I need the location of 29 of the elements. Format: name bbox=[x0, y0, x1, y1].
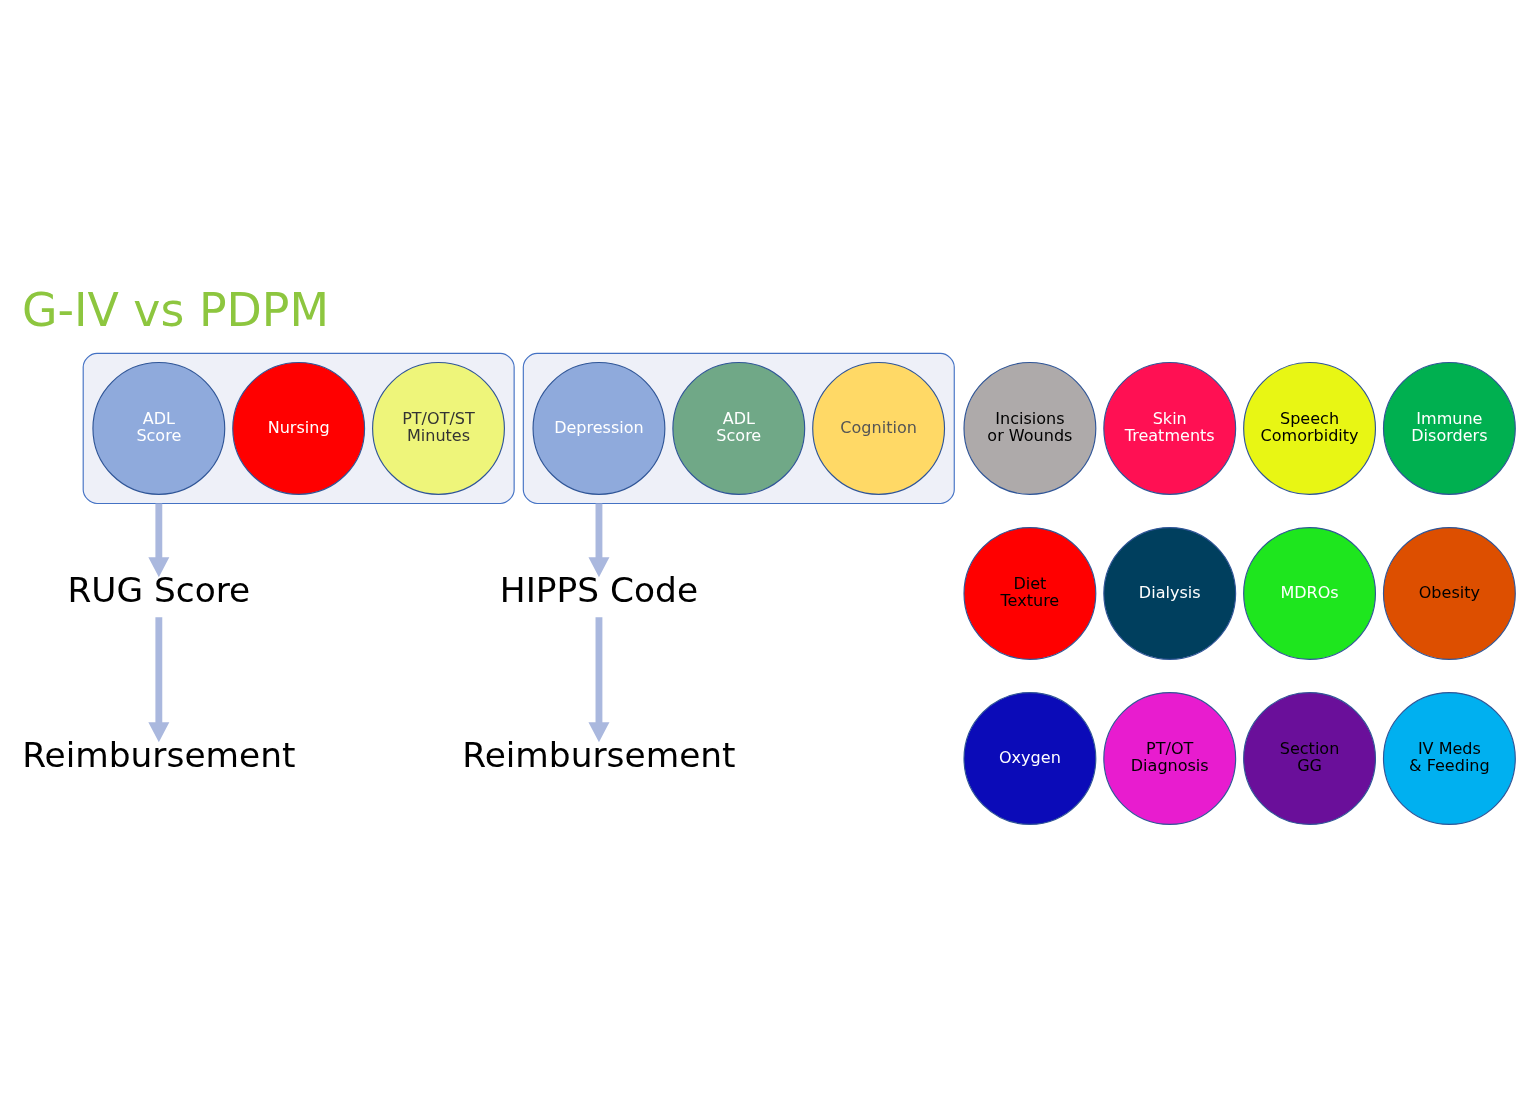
arrow bbox=[588, 503, 610, 577]
node-text: Reimbursement bbox=[462, 734, 736, 775]
node-circle: Depression bbox=[532, 361, 666, 495]
node-circle: PT/OT Diagnosis bbox=[1103, 691, 1237, 825]
node-circle: Skin Treatments bbox=[1103, 361, 1237, 495]
node-text: Reimbursement bbox=[22, 734, 296, 775]
node-circle: Cognition bbox=[812, 361, 946, 495]
node-circle: IV Meds & Feeding bbox=[1382, 691, 1516, 825]
node-circle: Speech Comorbidity bbox=[1243, 361, 1377, 495]
node-circle: Diet Texture bbox=[963, 526, 1097, 660]
node-circle: ADL Score bbox=[92, 361, 226, 495]
node-circle: Nursing bbox=[232, 361, 366, 495]
node-circle: Oxygen bbox=[963, 691, 1097, 825]
node-text: RUG Score bbox=[67, 569, 251, 610]
node-circle: Section GG bbox=[1243, 691, 1377, 825]
node-circle: PT/OT/ST Minutes bbox=[372, 361, 505, 495]
node-text: HIPPS Code bbox=[499, 569, 699, 610]
node-circle: Dialysis bbox=[1103, 526, 1237, 660]
node-circle: Immune Disorders bbox=[1382, 361, 1516, 495]
node-circle: ADL Score bbox=[672, 361, 806, 495]
node-circle: Obesity bbox=[1382, 526, 1516, 660]
node-circle: MDROs bbox=[1243, 526, 1377, 660]
diagram-title: G-IV vs PDPM bbox=[21, 282, 330, 337]
arrow bbox=[148, 503, 170, 577]
node-circle: Incisions or Wounds bbox=[963, 361, 1097, 495]
cluster bbox=[522, 352, 955, 504]
arrow bbox=[588, 616, 610, 742]
cluster bbox=[82, 352, 515, 504]
arrow bbox=[148, 616, 170, 742]
